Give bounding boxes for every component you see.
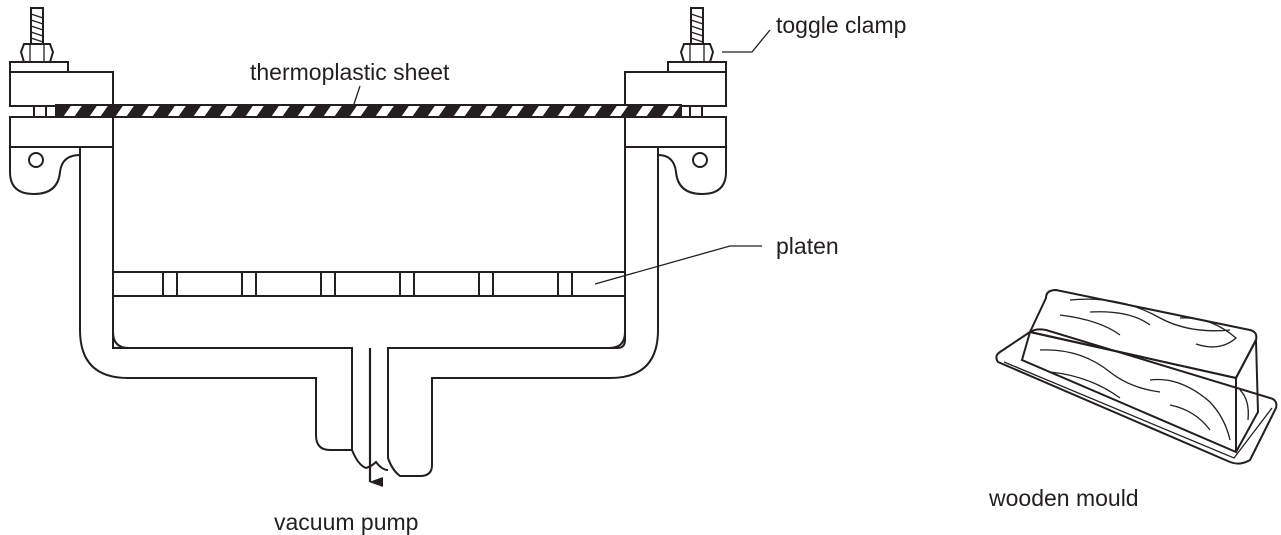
label-thermoplastic-sheet: thermoplastic sheet <box>250 59 450 85</box>
left-lug-hole <box>28 152 44 168</box>
label-vacuum-pump: vacuum pump <box>274 509 418 535</box>
label-toggle-clamp: toggle clamp <box>776 12 906 38</box>
leader-lines <box>351 29 771 285</box>
right-toggle-clamp <box>679 7 715 63</box>
left-toggle-clamp <box>19 7 55 63</box>
left-mounting-lug <box>9 146 81 196</box>
thermoplastic-sheet <box>55 104 682 118</box>
label-wooden-mould: wooden mould <box>988 485 1139 511</box>
left-flange <box>9 116 114 148</box>
tank-wall-right <box>387 146 659 477</box>
right-lug-hole <box>692 152 708 168</box>
wooden-mould <box>995 288 1278 465</box>
right-flange <box>624 116 727 148</box>
right-mounting-lug <box>657 146 727 196</box>
clamp-frame-left <box>9 61 114 107</box>
vacuum-box <box>9 116 727 477</box>
label-platen: platen <box>776 233 839 259</box>
clamp-frame-right <box>624 61 727 107</box>
tank-wall <box>79 146 353 451</box>
platen <box>112 271 626 297</box>
